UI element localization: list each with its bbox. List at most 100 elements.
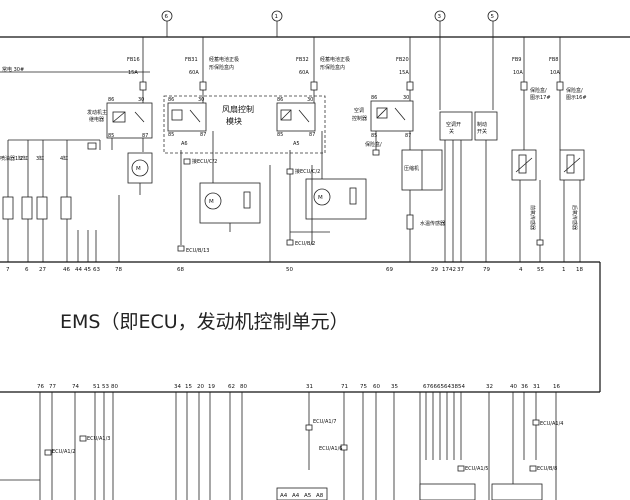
- svg-text:87: 87: [405, 133, 411, 139]
- fuse-rating: 15A: [128, 70, 138, 76]
- ac-label-1: 空调: [354, 107, 364, 114]
- svg-text:空调开: 空调开: [446, 121, 461, 128]
- svg-text:形保险盒内: 形保险盒内: [209, 64, 234, 71]
- svg-text:压缩机: 压缩机: [404, 165, 419, 172]
- fuse-fb31: FB31 60A: [185, 37, 207, 91]
- ecu-pin: 34: [174, 384, 181, 390]
- svg-text:M: M: [209, 199, 214, 205]
- svg-text:图示16#: 图示16#: [566, 95, 587, 101]
- ecu-pin: 74: [72, 384, 79, 390]
- ecu-pin: 63: [93, 267, 100, 273]
- svg-text:4缸: 4缸: [60, 155, 68, 162]
- ecu-top-pins: 7 6 27 46 44 45 63 78 68 50 69 29 17 42 …: [6, 267, 583, 273]
- circle-marker: 5: [487, 10, 499, 22]
- svg-text:85: 85: [277, 132, 283, 138]
- bottom-connector: A4 A4 A5 A8: [276, 487, 328, 500]
- ecu-pin: 32: [486, 384, 493, 390]
- ecu-pin: 66: [430, 384, 437, 390]
- ecu-pin: 46: [63, 267, 70, 273]
- circle-marker-label: 3: [438, 14, 442, 20]
- svg-text:ECU/B/2: ECU/B/2: [295, 241, 315, 247]
- svg-text:保险盒/: 保险盒/: [530, 87, 547, 94]
- svg-text:形保险盒内: 形保险盒内: [320, 64, 345, 71]
- ecu-ref: ECU/B/8: [537, 466, 557, 472]
- connector-pin: A4: [292, 493, 300, 499]
- ecu-pin: 35: [391, 384, 398, 390]
- svg-text:关: 关: [449, 128, 454, 135]
- ecu-ref: ECU/A1/5: [465, 466, 488, 472]
- svg-text:图示17#: 图示17#: [530, 95, 551, 101]
- ecu-pin: 19: [208, 384, 215, 390]
- ecu-pin: 75: [360, 384, 367, 390]
- fuse-rating: 10A: [550, 70, 560, 76]
- main-relay: 86 30 85 87: [106, 97, 153, 139]
- ecu-pin: 44: [75, 267, 82, 273]
- circle-marker: 1: [271, 10, 283, 22]
- ecu-pin: 80: [240, 384, 247, 390]
- ecu-pin: 50: [286, 267, 293, 273]
- svg-text:保险盒/: 保险盒/: [365, 141, 382, 148]
- ecu-pin: 65: [437, 384, 444, 390]
- fuse-name: FB9: [512, 57, 522, 63]
- ecu-pin: 29: [431, 267, 438, 273]
- ecu-ref: ECU/A1/2: [52, 449, 75, 455]
- svg-text:后氧传感器: 后氧传感器: [571, 205, 578, 230]
- ecu-pin: 4: [519, 267, 523, 273]
- svg-text:常电 30#: 常电 30#: [2, 66, 24, 73]
- svg-text:2缸: 2缸: [20, 155, 28, 162]
- ecu-pin: 20: [197, 384, 204, 390]
- fuse-fb8: FB8 10A: [549, 37, 564, 91]
- ecu-pin: 64: [444, 384, 451, 390]
- circle-marker: 3: [434, 10, 446, 22]
- ac-label-2: 控制器: [352, 115, 367, 122]
- svg-text:3缸: 3缸: [36, 155, 44, 162]
- svg-text:86: 86: [108, 97, 114, 103]
- svg-text:30: 30: [307, 97, 313, 103]
- fan-module-title-2: 模块: [226, 116, 242, 126]
- ecu-bottom-pins: 76 77 74 51 53 80 34 15 20 19 62 80 31 7…: [37, 384, 560, 390]
- svg-text:86: 86: [168, 97, 174, 103]
- svg-text:接ECU/C/2: 接ECU/C/2: [192, 158, 217, 165]
- fuse-fb20: FB20 15A: [396, 37, 414, 91]
- ecu-pin: 54: [458, 384, 465, 390]
- ecu-pin: 17: [442, 267, 449, 273]
- ecu-pin: 53: [102, 384, 109, 390]
- svg-text:前氧传感器: 前氧传感器: [529, 205, 536, 230]
- ecu-pin: 37: [457, 267, 464, 273]
- fan-module-title-1: 风扇控制: [222, 104, 254, 114]
- fuse-name: FB20: [396, 57, 409, 63]
- ecu-pin: 27: [39, 267, 46, 273]
- oxygen-sensor-front: [511, 149, 537, 181]
- ecu-pin: 77: [49, 384, 56, 390]
- svg-text:接ECU/C/2: 接ECU/C/2: [295, 168, 320, 175]
- ecu-pin: 76: [37, 384, 44, 390]
- svg-text:喷油器1缸: 喷油器1缸: [0, 155, 23, 162]
- ecu-pin: 55: [537, 267, 544, 273]
- svg-text:保险盒/: 保险盒/: [566, 87, 583, 94]
- svg-text:开关: 开关: [477, 128, 487, 135]
- fuse-rating: 10A: [513, 70, 523, 76]
- ecu-pin: 42: [449, 267, 456, 273]
- svg-text:86: 86: [371, 95, 377, 101]
- svg-text:85: 85: [108, 133, 114, 139]
- ecu-pin: 40: [510, 384, 517, 390]
- ecu-pin: 38: [451, 384, 458, 390]
- ac-relay: 86 30 85 87: [370, 95, 414, 139]
- svg-text:85: 85: [168, 132, 174, 138]
- fuse-fb9: FB9 10A: [512, 37, 528, 91]
- svg-text:经蓄电池正极: 经蓄电池正极: [209, 56, 239, 63]
- ecu-pin: 69: [386, 267, 393, 273]
- ecu-pin: 15: [185, 384, 192, 390]
- fuse-rating: 60A: [299, 70, 309, 76]
- ecu-ref: ECU/A1/4: [540, 421, 563, 427]
- ecu-pin: 18: [576, 267, 583, 273]
- svg-text:30: 30: [198, 97, 204, 103]
- ecu-pin: 68: [177, 267, 184, 273]
- fuse-fb32: FB32 60A: [296, 37, 318, 91]
- svg-text:M: M: [318, 195, 323, 201]
- ecu-pin: 6: [25, 267, 29, 273]
- svg-text:87: 87: [309, 132, 315, 138]
- relay-a6-label: A6: [181, 141, 188, 147]
- svg-text:85: 85: [371, 133, 377, 139]
